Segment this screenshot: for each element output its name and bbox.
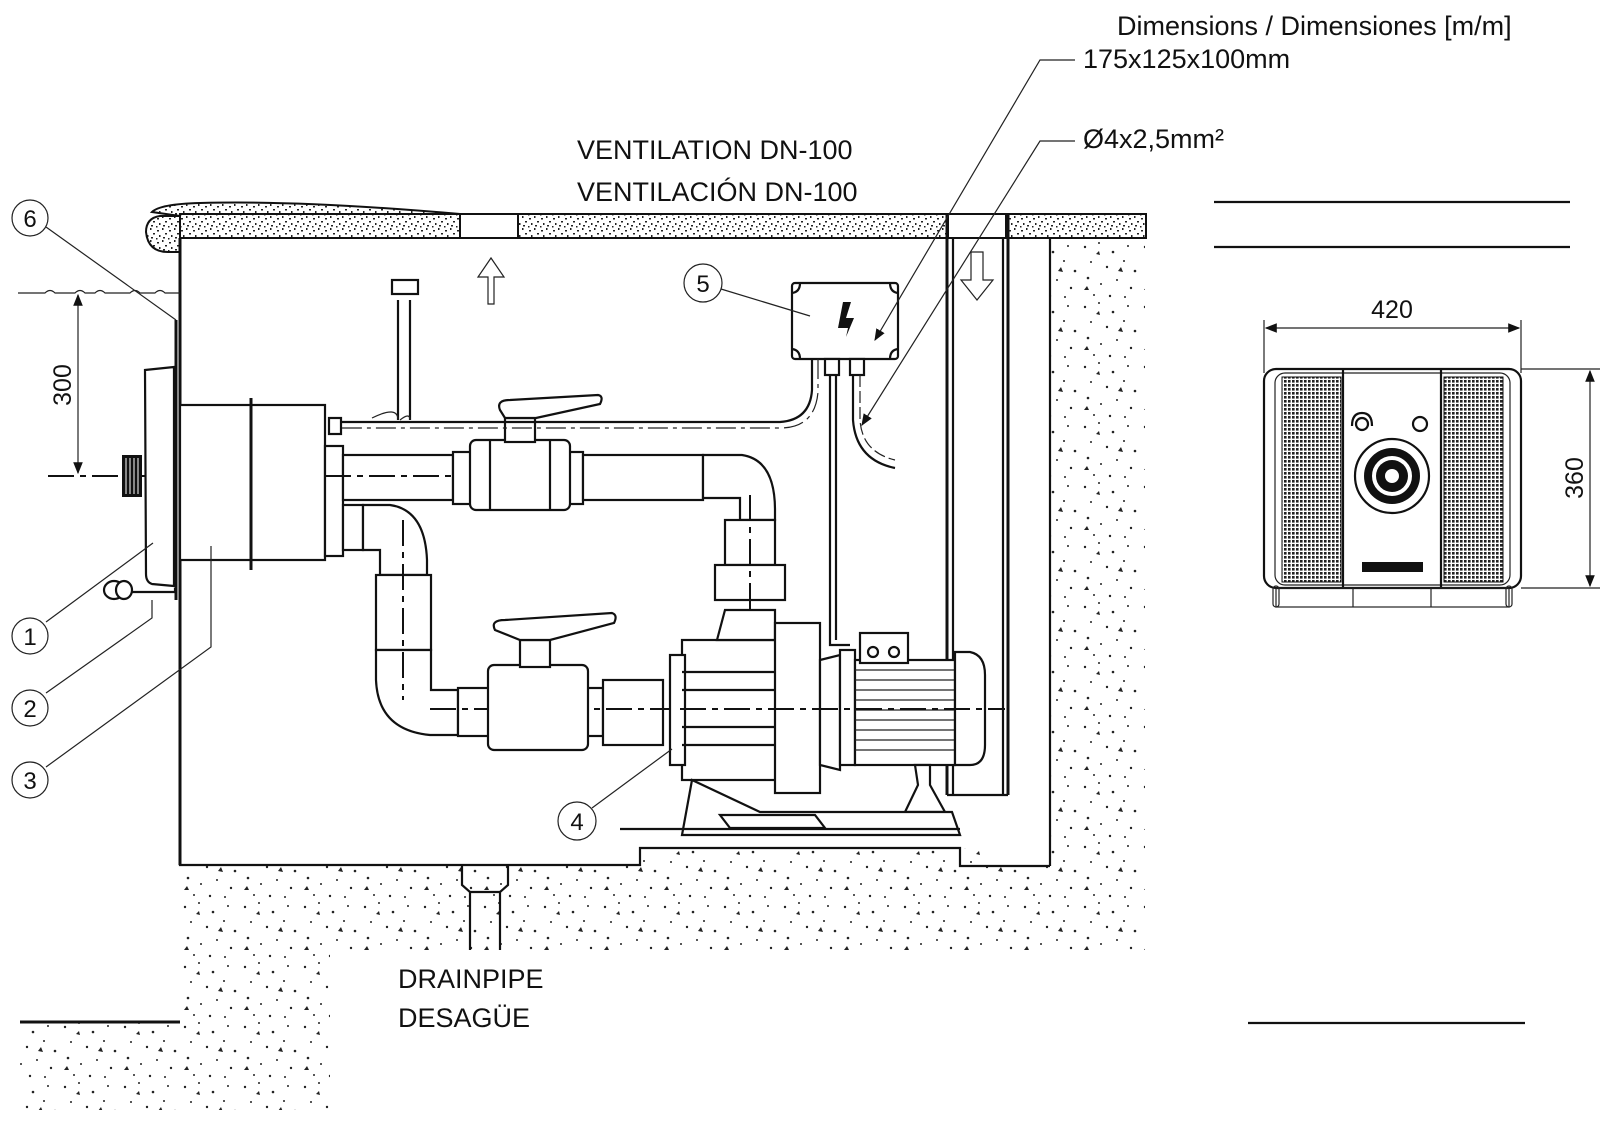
callout-3: 3 (11, 546, 212, 799)
leader-cable-spec (861, 140, 1075, 427)
callout-6: 6 (11, 199, 177, 321)
ventilation-label-es: VENTILACIÓN DN-100 (577, 176, 858, 207)
front-panel (102, 320, 178, 601)
water-level (18, 289, 180, 294)
svg-text:4: 4 (570, 809, 583, 836)
front-view: 420 360 (1262, 296, 1600, 608)
upper-valve (468, 393, 603, 512)
lightning-icon (838, 302, 854, 337)
callout-5: 5 (683, 263, 811, 317)
drainpipe-label-en: DRAINPIPE (398, 964, 544, 994)
leader-box-size (874, 59, 1075, 342)
top-slab (144, 201, 1147, 865)
svg-text:1: 1 (23, 624, 36, 651)
drainpipe-label-es: DESAGÜE (398, 1003, 530, 1033)
air-in-arrow-icon (476, 256, 506, 305)
svg-text:6: 6 (23, 206, 36, 233)
ventilation-label-en: VENTILATION DN-100 (577, 135, 853, 165)
svg-text:5: 5 (696, 271, 709, 298)
dim-water-depth: 300 (49, 293, 83, 475)
wall-housing (178, 398, 345, 570)
ground-concrete (20, 230, 1145, 1110)
drainpipe (460, 866, 510, 950)
svg-text:3: 3 (23, 768, 36, 795)
junction-box (340, 281, 900, 647)
dimensions-title: Dimensions / Dimensiones [m/m] (1117, 11, 1512, 41)
cable-spec-label: Ø4x2,5mm² (1083, 124, 1224, 154)
water-inlet-pipe (371, 278, 420, 421)
pump (620, 608, 1005, 837)
air-out-arrow-icon (959, 251, 995, 301)
dim-height-label: 360 (1561, 457, 1589, 499)
callout-4: 4 (557, 748, 673, 841)
callout-1: 1 (11, 542, 154, 655)
dim-width-label: 420 (1371, 296, 1413, 324)
brand-logo (1362, 562, 1423, 572)
svg-text:2: 2 (23, 696, 36, 723)
dim-water-depth-label: 300 (49, 364, 77, 406)
callout-2: 2 (11, 600, 153, 727)
junction-box-size-label: 175x125x100mm (1083, 44, 1290, 74)
lower-valve (486, 611, 617, 752)
